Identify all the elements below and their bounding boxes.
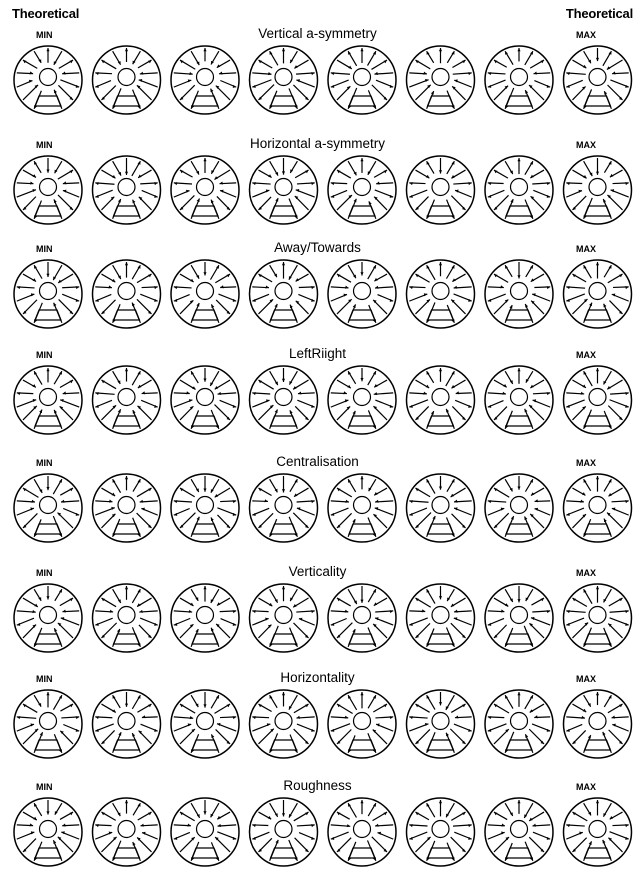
max-label: MAX <box>576 140 596 150</box>
glyph-row <box>8 364 630 430</box>
sensor-glyph <box>564 46 632 114</box>
glyph-row-svg <box>8 258 630 330</box>
glyph-row <box>8 472 630 538</box>
sensor-glyph <box>14 474 82 542</box>
sensor-glyph <box>328 584 396 652</box>
glyph-row <box>8 688 630 754</box>
sensor-glyph <box>250 366 318 434</box>
row-title: Centralisation <box>0 454 635 469</box>
sensor-glyph <box>14 690 82 758</box>
sensor-glyph <box>14 798 82 866</box>
sensor-glyph <box>250 798 318 866</box>
sensor-glyph <box>93 156 161 224</box>
sensor-glyph <box>93 798 161 866</box>
sensor-glyph <box>93 366 161 434</box>
sensor-glyph <box>485 260 553 328</box>
sensor-glyph <box>171 798 239 866</box>
sensor-glyph <box>328 690 396 758</box>
glyph-row-svg <box>8 582 630 654</box>
glyph-row-svg <box>8 364 630 436</box>
sensor-glyph <box>485 366 553 434</box>
sensor-glyph <box>171 584 239 652</box>
glyph-row <box>8 796 630 862</box>
row-title: Vertical a-symmetry <box>0 26 635 41</box>
sensor-glyph <box>564 798 632 866</box>
glyph-row-svg <box>8 472 630 544</box>
sensor-glyph <box>485 584 553 652</box>
sensor-glyph <box>250 584 318 652</box>
sensor-glyph <box>250 690 318 758</box>
max-label: MAX <box>576 782 596 792</box>
theoretical-right-label: Theoretical <box>566 6 633 21</box>
sensor-glyph <box>407 690 475 758</box>
sensor-glyph <box>14 260 82 328</box>
sensor-glyph <box>407 798 475 866</box>
row-title: Horizontality <box>0 670 635 685</box>
max-label: MAX <box>576 350 596 360</box>
glyph-row <box>8 44 630 110</box>
sensor-glyph <box>171 474 239 542</box>
sensor-glyph <box>564 690 632 758</box>
sensor-glyph <box>328 156 396 224</box>
sensor-glyph <box>407 366 475 434</box>
sensor-glyph <box>171 366 239 434</box>
glyph-row-svg <box>8 154 630 226</box>
sensor-glyph <box>93 474 161 542</box>
max-label: MAX <box>576 674 596 684</box>
sensor-glyph <box>93 690 161 758</box>
sensor-glyph <box>93 260 161 328</box>
glyph-row <box>8 582 630 648</box>
row-title: Verticality <box>0 564 635 579</box>
sensor-glyph <box>14 584 82 652</box>
sensor-glyph <box>328 474 396 542</box>
sensor-glyph <box>250 46 318 114</box>
glyph-row-svg <box>8 796 630 868</box>
sensor-glyph <box>564 584 632 652</box>
sensor-glyph <box>564 260 632 328</box>
sensor-glyph <box>328 366 396 434</box>
row-title: Horizontal a-symmetry <box>0 136 635 151</box>
row-title: Roughness <box>0 778 635 793</box>
row-title: Away/Towards <box>0 240 635 255</box>
max-label: MAX <box>576 244 596 254</box>
sensor-glyph <box>171 260 239 328</box>
sensor-glyph <box>564 366 632 434</box>
sensor-glyph <box>328 46 396 114</box>
sensor-glyph <box>250 260 318 328</box>
sensor-glyph <box>407 46 475 114</box>
sensor-glyph <box>407 260 475 328</box>
sensor-glyph <box>485 474 553 542</box>
sensor-glyph <box>93 584 161 652</box>
sensor-glyph <box>171 156 239 224</box>
max-label: MAX <box>576 458 596 468</box>
glyph-row-svg <box>8 688 630 760</box>
sensor-glyph <box>485 798 553 866</box>
sensor-glyph <box>250 474 318 542</box>
glyph-row <box>8 258 630 324</box>
sensor-glyph <box>14 366 82 434</box>
sensor-glyph <box>407 156 475 224</box>
sensor-glyph <box>564 474 632 542</box>
max-label: MAX <box>576 30 596 40</box>
sensor-glyph <box>328 798 396 866</box>
sensor-glyph <box>407 474 475 542</box>
row-title: LeftRiight <box>0 346 635 361</box>
sensor-glyph <box>171 690 239 758</box>
glyph-row-svg <box>8 44 630 116</box>
sensor-glyph <box>564 156 632 224</box>
theoretical-left-label: Theoretical <box>12 6 79 21</box>
sensor-glyph <box>485 156 553 224</box>
sensor-glyph <box>14 46 82 114</box>
sensor-glyph <box>171 46 239 114</box>
sensor-glyph <box>407 584 475 652</box>
glyph-row <box>8 154 630 220</box>
max-label: MAX <box>576 568 596 578</box>
sensor-glyph <box>93 46 161 114</box>
sensor-glyph <box>485 46 553 114</box>
sensor-glyph <box>328 260 396 328</box>
sensor-glyph <box>14 156 82 224</box>
sensor-glyph <box>250 156 318 224</box>
sensor-glyph <box>485 690 553 758</box>
